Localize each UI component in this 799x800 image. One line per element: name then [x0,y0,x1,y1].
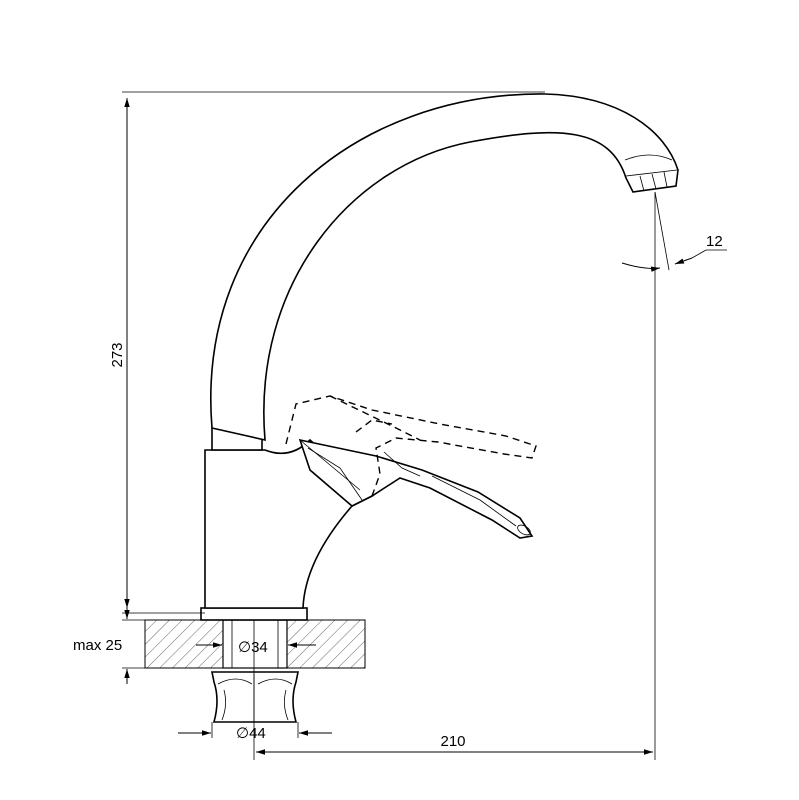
nut-diameter-label: ∅44 [236,725,266,742]
spout-angle-label: 12 [706,233,723,250]
fixing-nut [211,671,299,723]
reach-dimension: 210 [253,192,656,760]
hole-diameter-dimension: ∅34 [196,639,316,656]
height-label: 273 [109,342,126,367]
reach-label: 210 [440,733,465,750]
swivel-spout [210,93,679,442]
hole-diameter-label: ∅34 [238,639,268,656]
nut-diameter-dimension: ∅44 [178,722,332,742]
deck-thickness-dimension: max 25 [73,604,145,684]
height-dimension: 273 [109,91,545,614]
deck-thickness-label: max 25 [73,637,122,654]
lever-handle [298,438,534,539]
aerator-tip [624,154,678,193]
lever-handle-open [285,395,537,497]
base-ring [200,607,308,621]
mounting-shank [222,619,288,669]
spout-angle-dimension: 12 [621,191,727,272]
